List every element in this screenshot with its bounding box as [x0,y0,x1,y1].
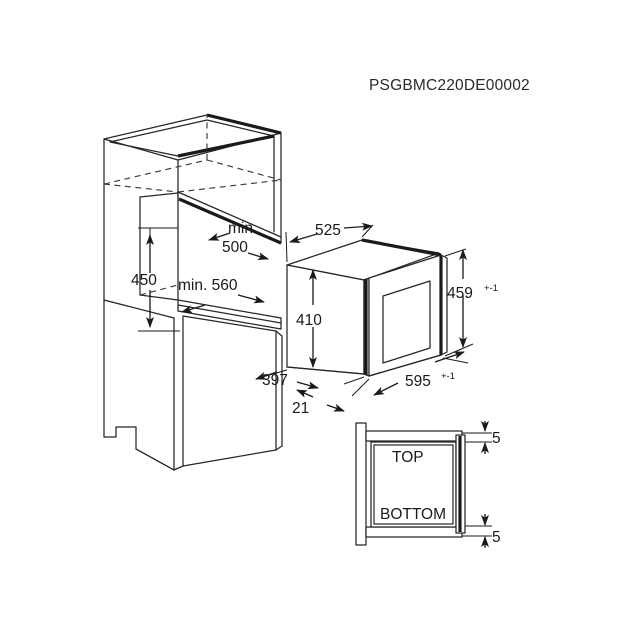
detail-bottom-outer-bar [365,526,463,538]
cabinet-divider-band-2 [177,310,282,330]
dim-label-525: 525 [315,222,341,239]
dim-label-397: 397 [262,372,288,389]
cabinet-shelf-top-front [177,191,282,238]
cabinet-top-edge-accent [206,113,282,135]
cabinet-niche-floor-hidden [139,284,179,296]
detail-appliance-inner-outline [373,444,454,525]
cabinet-door-bottom-right-link [275,445,283,451]
appliance-assembly [286,238,448,377]
cabinet-hidden-shelf-diag [177,179,282,193]
cabinet-niche-left-top [139,192,179,198]
dim-label-410: 410 [296,312,322,329]
cabinet-door-bottom-corner-link [173,465,184,471]
cabinet-plinth-diag [135,448,175,471]
detail-bottom-label: BOTTOM [380,506,446,523]
cabinet-door-top-edge [182,315,277,332]
detail-top-label: TOP [392,449,424,466]
dim-label-450: 450 [131,272,157,289]
appliance-door-right-return [440,254,448,356]
dim-label-bottom-5: 5 [492,529,501,546]
dim-label-top-5: 5 [492,430,501,447]
cabinet-door-top-right-link [275,330,283,337]
dim-595-ext-right [442,357,469,364]
cabinet-hidden-shelf-left [103,183,179,193]
dim-21-arrow-right [326,403,345,412]
dim-label-min-prefix: min. [228,220,257,237]
appliance-dimension-group: 525 410 459 +-1 397 21 [255,222,498,417]
cabinet-niche-floor-front [177,299,282,319]
dim-min500-arrow-left [208,232,231,241]
dim-397-arrow-right [296,381,319,390]
dim-525-ext-left [285,231,288,263]
appliance-bottom-front-edge [368,354,442,377]
cabinet-shelf-thickness-accent [178,197,282,245]
detail-left-post [355,422,367,546]
dim-label-min560: min. 560 [178,277,238,294]
dim-min560-arrow-right [237,294,265,304]
cabinet-niche-floor-left [139,294,179,301]
dim-397-ext-right [343,376,365,385]
detail-top-outer-bar [365,430,463,442]
dim-label-21: 21 [292,400,309,417]
cabinet-dimension-group: min. 500 450 min. 560 [131,220,269,332]
dim-595-ext-left [351,378,370,397]
dim-397-arrow-left [255,371,278,380]
dim-label-595-superscript: +-1 [441,371,455,382]
appliance-top-edge-accent [361,238,442,257]
dim-min500-arrow-right [247,252,269,260]
drawing-title: PSGBMC220DE00002 [369,77,530,94]
appliance-bottom-left-edge [286,366,365,375]
dim-label-min500-value: 500 [222,239,248,256]
appliance-door-window [382,280,431,364]
front-detail-assembly: TOP BOTTOM 5 5 [355,421,501,548]
dim-label-595: 595 [405,373,431,390]
dim-595-arrow-right [434,351,465,363]
cabinet-hidden-shelf-back-left [103,159,208,185]
cabinet-lower-top-left-diag [103,299,175,319]
dim-525-arrow-right [343,222,373,231]
dim-min560-arrow-left [181,304,206,313]
cabinet-top-inner-edge-accent [177,134,275,158]
cabinet-hidden-shelf-back-right [206,159,282,181]
dim-525-arrow-left [289,233,318,243]
dim-595-arrow-left [373,382,399,396]
dim-label-459: 459 [447,285,473,302]
cabinet-door-bottom-edge [182,449,277,467]
dim-label-459-superscript: +-1 [484,283,498,294]
dim-21-arrow-left [296,389,314,398]
cabinet-assembly [103,113,283,471]
dim-459-ext-bottom [444,343,474,357]
